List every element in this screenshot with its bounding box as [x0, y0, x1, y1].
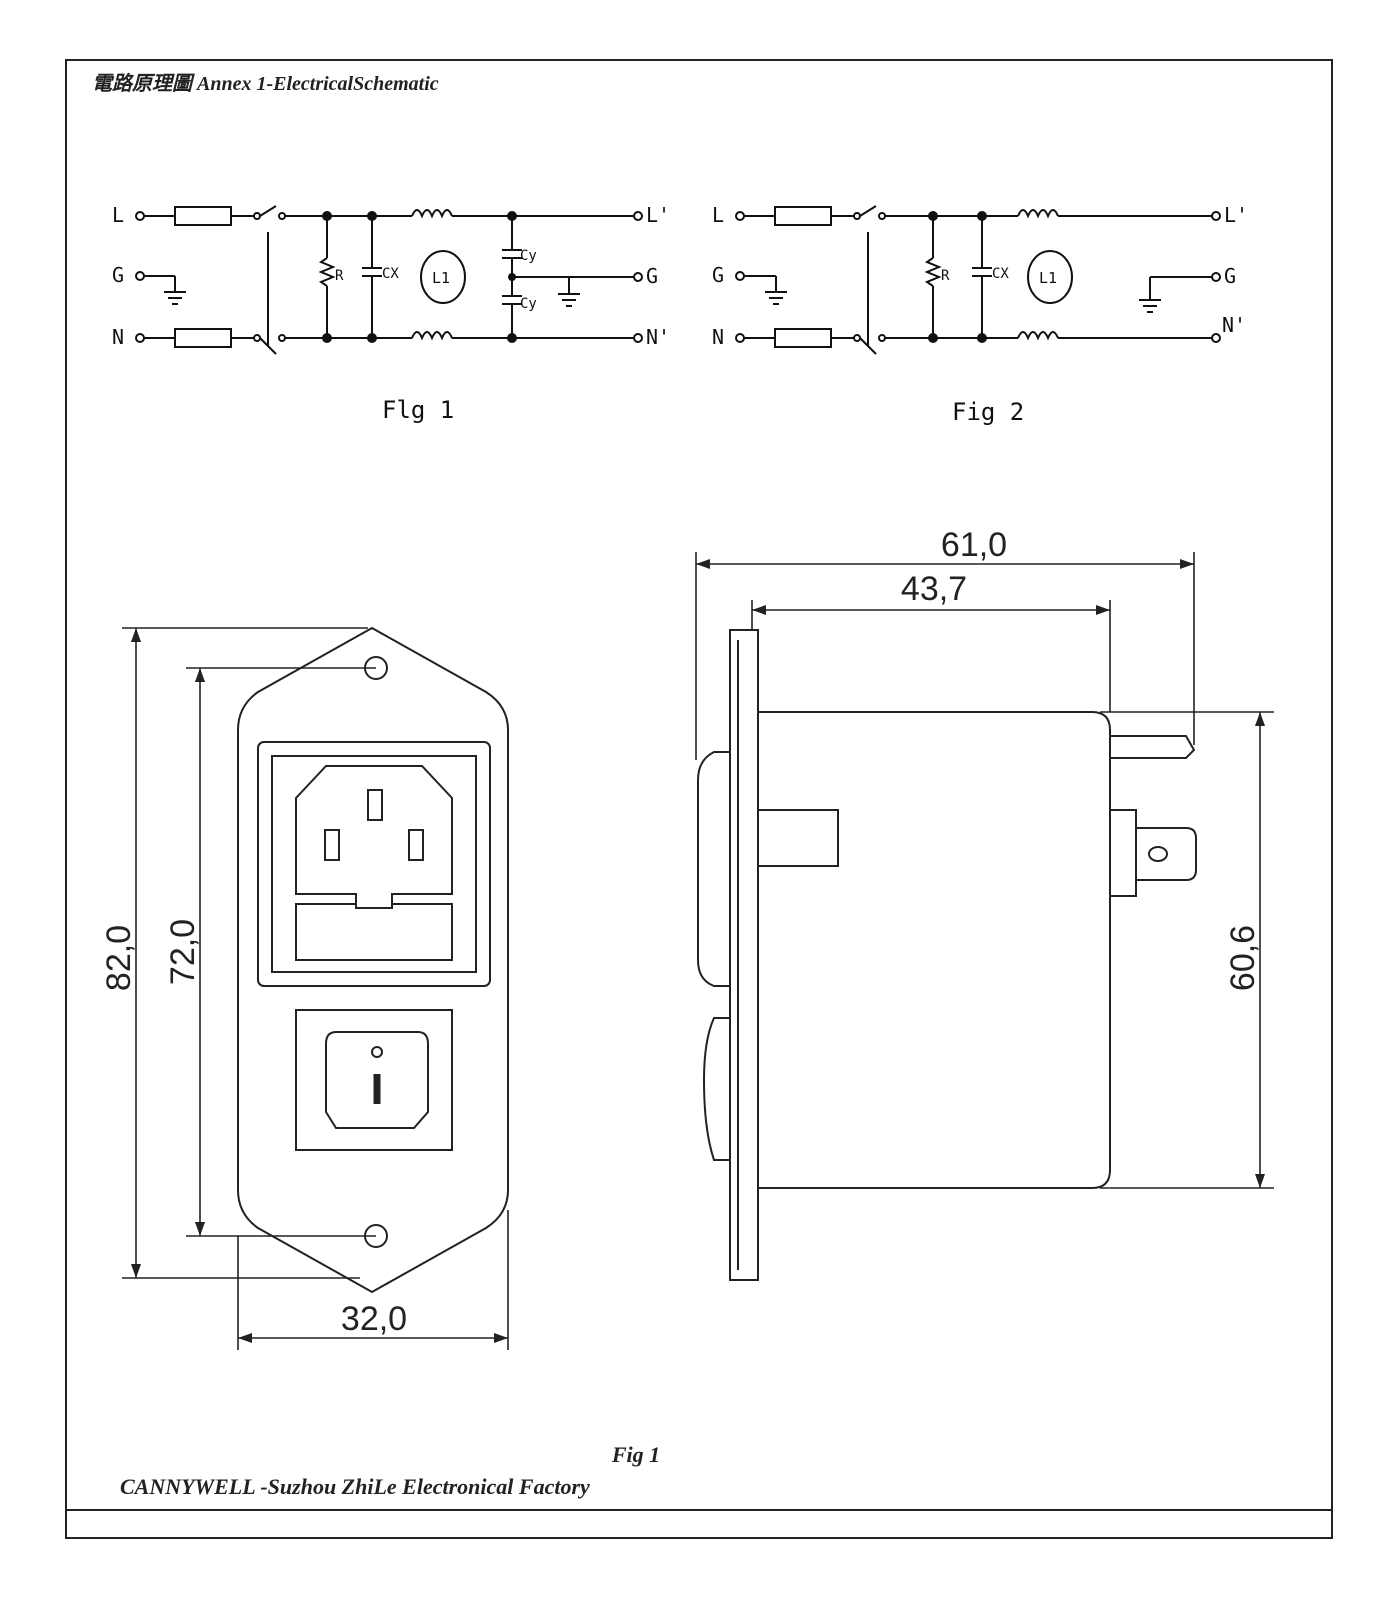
pin-right [408, 829, 424, 861]
label-l1-fig1: L1 [432, 269, 450, 287]
choke-l1-fig1 [420, 250, 466, 304]
label-cx-fig2: CX [992, 266, 1009, 282]
terminal-n-fig2: N [712, 325, 724, 349]
terminal-n-out-fig2: N' [1222, 313, 1246, 337]
sheet-frame [65, 59, 1333, 1539]
dim-height-outer: 82,0 [100, 925, 138, 991]
side-block [757, 809, 839, 867]
side-switch-bezel [702, 1017, 730, 1161]
footer-company: CANNYWELL -Suzhou ZhiLe Electronical Fac… [120, 1474, 590, 1499]
blade-terminal-top [1110, 735, 1196, 759]
footer-caption: Fig 1 [611, 1442, 660, 1467]
fuse-n-fig2 [774, 328, 832, 348]
label-l1-fig2: L1 [1039, 269, 1057, 287]
dim-depth-total: 61,0 [941, 526, 1007, 564]
terminal-g-fig1: G [112, 263, 124, 287]
dim-height-holes: 72,0 [164, 919, 202, 985]
iec-socket [295, 765, 453, 909]
inlet-frame-outer [257, 741, 491, 987]
dim-depth-body: 43,7 [901, 570, 967, 608]
side-view [697, 629, 1197, 1281]
terminal-l-out-fig1: L' [646, 203, 670, 227]
schematic-fig2-junctions [928, 211, 987, 343]
resistor-fig2 [924, 257, 942, 287]
choke-l1-fig2 [1027, 250, 1073, 304]
label-cy-upper-fig1: Cy [520, 248, 537, 264]
sheet-title: 電路原理圖 Annex 1-ElectricalSchematic [92, 72, 439, 95]
label-r-fig2: R [941, 268, 950, 284]
caption-fig1-schematic: Flg 1 [382, 396, 454, 424]
label-cy-lower-fig1: Cy [520, 296, 537, 312]
inlet-frame-inner [271, 755, 477, 973]
terminal-g-out-fig1: G [646, 264, 658, 288]
resistor-fig1 [318, 257, 336, 287]
inductor-n-fig2 [1017, 331, 1059, 341]
terminal-l-fig1: L [112, 203, 124, 227]
blade-terminal-mid [1136, 827, 1197, 881]
terminal-l-fig2: L [712, 203, 724, 227]
terminal-g-out-fig2: G [1224, 264, 1236, 288]
side-socket-bezel [697, 751, 730, 987]
label-cx-fig1: CX [382, 266, 399, 282]
fuse-l-fig2 [774, 206, 832, 226]
front-flange [237, 626, 509, 1294]
switch-off-symbol [371, 1046, 383, 1058]
side-body [758, 711, 1111, 1189]
side-flange [729, 629, 759, 1281]
front-dimensions [122, 627, 509, 1350]
inductor-l-fig2 [1017, 209, 1059, 219]
schematic-fig1-junctions [322, 211, 517, 343]
front-dimension-arrows [131, 628, 508, 1343]
terminal-g-fig2: G [712, 263, 724, 287]
schematic-fig2 [735, 205, 1221, 355]
dim-height-body: 60,6 [1224, 925, 1262, 991]
caption-fig2-schematic: Fig 2 [952, 398, 1024, 426]
inductor-l-fig1 [411, 209, 453, 219]
schematic-fig1 [135, 205, 643, 355]
fuse-drawer [295, 903, 453, 961]
terminal-l-out-fig2: L' [1224, 203, 1248, 227]
inductor-n-fig1 [411, 331, 453, 341]
switch-frame [295, 1009, 453, 1151]
pin-left [324, 829, 340, 861]
terminal-block-mid [1109, 809, 1137, 897]
rocker-switch [325, 1031, 429, 1129]
dim-width-front: 32,0 [341, 1300, 407, 1338]
front-view [237, 626, 509, 1294]
side-dimensions [695, 552, 1274, 1189]
side-dimension-arrows [696, 559, 1265, 1188]
label-r-fig1: R [335, 268, 344, 284]
fuse-n-fig1 [174, 328, 232, 348]
terminal-hole [1148, 846, 1168, 862]
fuse-l-fig1 [174, 206, 232, 226]
terminal-n-fig1: N [112, 325, 124, 349]
pin-earth [367, 789, 383, 821]
terminal-n-out-fig1: N' [646, 325, 670, 349]
